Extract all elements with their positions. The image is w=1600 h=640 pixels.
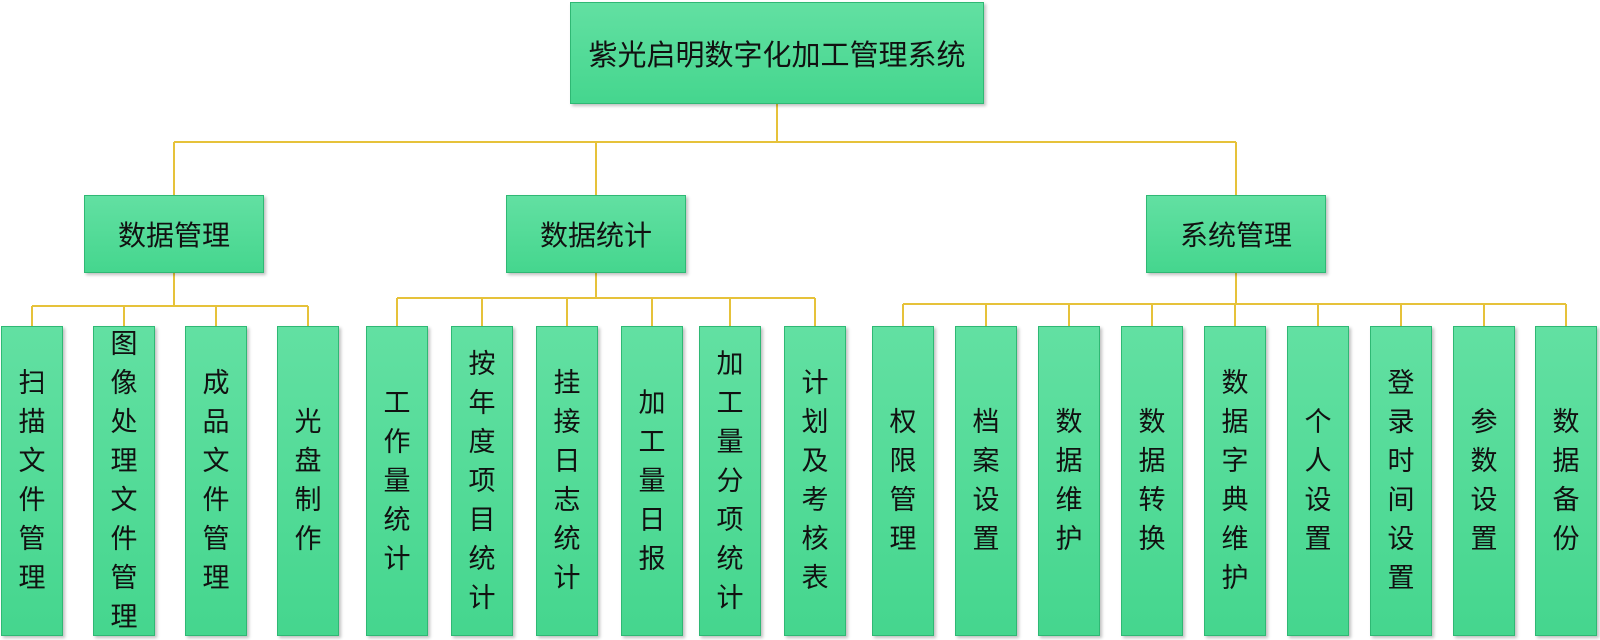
group-label: 数据统计 [539, 219, 652, 252]
leaf-label: 扫描文件管理 [18, 368, 46, 594]
leaf-label: 权限管理 [889, 407, 917, 555]
leaf-node: 加工量分项统计 [699, 326, 761, 636]
leaf-node: 加工量日报 [621, 326, 683, 636]
leaf-label: 加工量日报 [638, 387, 666, 575]
root-node: 紫光启明数字化加工管理系统 [570, 2, 984, 104]
leaf-label: 参数设置 [1470, 407, 1498, 555]
leaf-label: 登录时间设置 [1387, 368, 1415, 594]
leaf-node: 数据字典维护 [1204, 326, 1266, 636]
leaf-node: 数据备份 [1535, 326, 1597, 636]
leaf-label: 工作量统计 [383, 387, 411, 575]
leaf-node: 数据维护 [1038, 326, 1100, 636]
leaf-node: 参数设置 [1453, 326, 1515, 636]
leaf-label: 个人设置 [1304, 407, 1332, 555]
leaf-label: 光盘制作 [294, 407, 322, 555]
leaf-node: 挂接日志统计 [536, 326, 598, 636]
group-node-system-management: 系统管理 [1146, 195, 1326, 273]
root-label: 紫光启明数字化加工管理系统 [588, 38, 966, 72]
leaf-node: 档案设置 [955, 326, 1017, 636]
leaf-node: 扫描文件管理 [1, 326, 63, 636]
leaf-label: 数据转换 [1138, 407, 1166, 555]
leaf-label: 挂接日志统计 [553, 368, 581, 594]
leaf-label: 加工量分项统计 [716, 348, 744, 614]
leaf-node: 图像处理文件管理 [93, 326, 155, 636]
leaf-node: 权限管理 [872, 326, 934, 636]
group-node-data-management: 数据管理 [84, 195, 264, 273]
leaf-label: 计划及考核表 [801, 368, 829, 594]
group-label: 系统管理 [1179, 219, 1292, 252]
group-node-data-statistics: 数据统计 [506, 195, 686, 273]
leaf-node: 个人设置 [1287, 326, 1349, 636]
leaf-node: 成品文件管理 [185, 326, 247, 636]
leaf-node: 登录时间设置 [1370, 326, 1432, 636]
group-label: 数据管理 [117, 219, 230, 252]
leaf-label: 图像处理文件管理 [110, 329, 138, 633]
leaf-node: 光盘制作 [277, 326, 339, 636]
leaf-label: 档案设置 [972, 407, 1000, 555]
leaf-node: 计划及考核表 [784, 326, 846, 636]
leaf-label: 成品文件管理 [202, 368, 230, 594]
leaf-node: 按年度项目统计 [451, 326, 513, 636]
leaf-label: 数据备份 [1552, 407, 1580, 555]
leaf-label: 数据维护 [1055, 407, 1083, 555]
leaf-node: 数据转换 [1121, 326, 1183, 636]
leaf-label: 数据字典维护 [1221, 368, 1249, 594]
leaf-node: 工作量统计 [366, 326, 428, 636]
leaf-label: 按年度项目统计 [468, 348, 496, 614]
